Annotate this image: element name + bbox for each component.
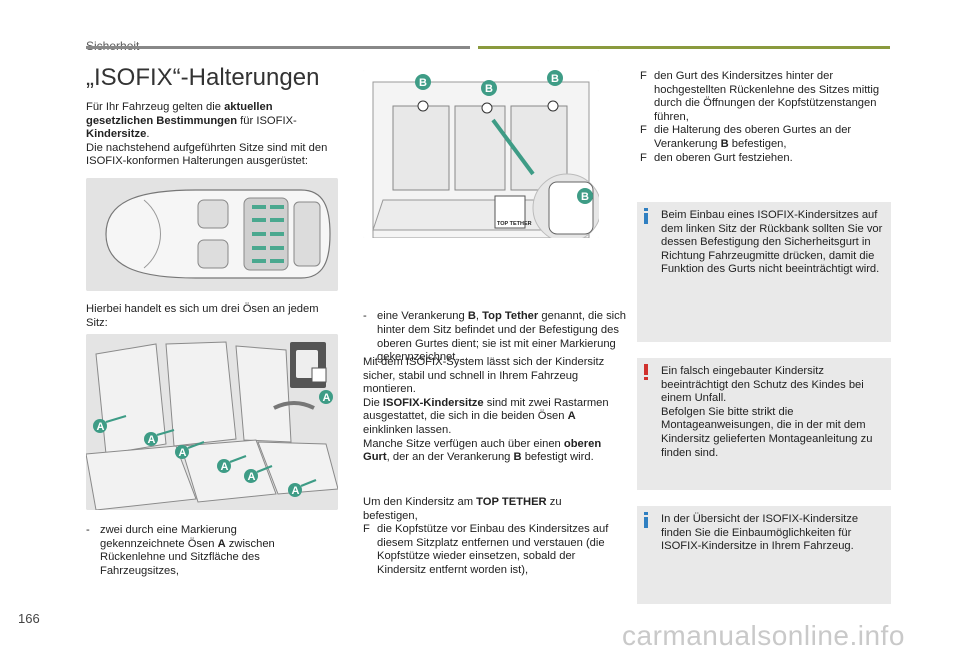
anchor-b-label: B — [419, 77, 427, 89]
anchor-a-label: A — [179, 447, 187, 459]
isofix-system-paragraph: Mit dem ISOFIX-System lässt sich der Kin… — [363, 356, 609, 464]
anchor-a-label: A — [148, 434, 156, 446]
anchor-a-label: A — [221, 461, 229, 473]
info-box-left-seat: Beim Einbau eines ISOFIX-Kindersitzes au… — [637, 202, 891, 342]
trunk-tether-figure: B B B TOP TETHER B — [363, 70, 599, 238]
top-tether-instructions: Um den Kindersitz am TOP TETHER zu befes… — [363, 496, 615, 578]
header-rule — [86, 46, 470, 49]
info-text: Beim Einbau eines ISOFIX-Kindersitzes au… — [661, 209, 883, 276]
info-text: In der Übersicht der ISOFIX-Kindersitze … — [661, 513, 859, 553]
page-number: 166 — [18, 611, 40, 626]
page-title: „ISOFIX“-Halterungen — [86, 64, 320, 91]
warning-box: Ein falsch eingebauter Kindersitz beeint… — [637, 358, 891, 490]
step-remove-headrest: F die Kopfstütze vor Einbau des Kindersi… — [363, 523, 609, 576]
anchor-a-label: A — [292, 485, 300, 497]
warning-text: Ein falsch eingebauter Kindersitz beeint… — [661, 365, 873, 459]
info-box-overview: In der Übersicht der ISOFIX-Kindersitze … — [637, 506, 891, 604]
anchor-b-label: B — [485, 83, 493, 95]
eyelets-paragraph: Hierbei handelt es sich um drei Ösen an … — [86, 303, 319, 329]
intro-paragraph: Für Ihr Fahrzeug gelten die aktuellen ge… — [86, 101, 328, 168]
top-tether-label: TOP TETHER — [497, 221, 532, 227]
anchor-b-label: B — [551, 73, 559, 85]
anchor-b-label: B — [581, 191, 589, 203]
seat-anchors-figure: A A A A A A A — [86, 334, 338, 510]
header-rule-accent — [478, 46, 890, 49]
car-topview-figure — [86, 178, 338, 291]
anchor-a-label: A — [248, 471, 256, 483]
anchor-a-label: A — [323, 392, 331, 404]
warning-icon — [643, 364, 649, 380]
info-icon — [643, 208, 649, 224]
anchor-a-label: A — [97, 421, 105, 433]
info-icon — [643, 512, 649, 528]
watermark: carmanualsonline.info — [622, 620, 905, 651]
list-item-anchor-b: - eine Verankerung B, Top Tether genannt… — [363, 310, 626, 364]
list-item-anchors-a: - zwei durch eine Markierung gekennzeich… — [86, 524, 275, 577]
